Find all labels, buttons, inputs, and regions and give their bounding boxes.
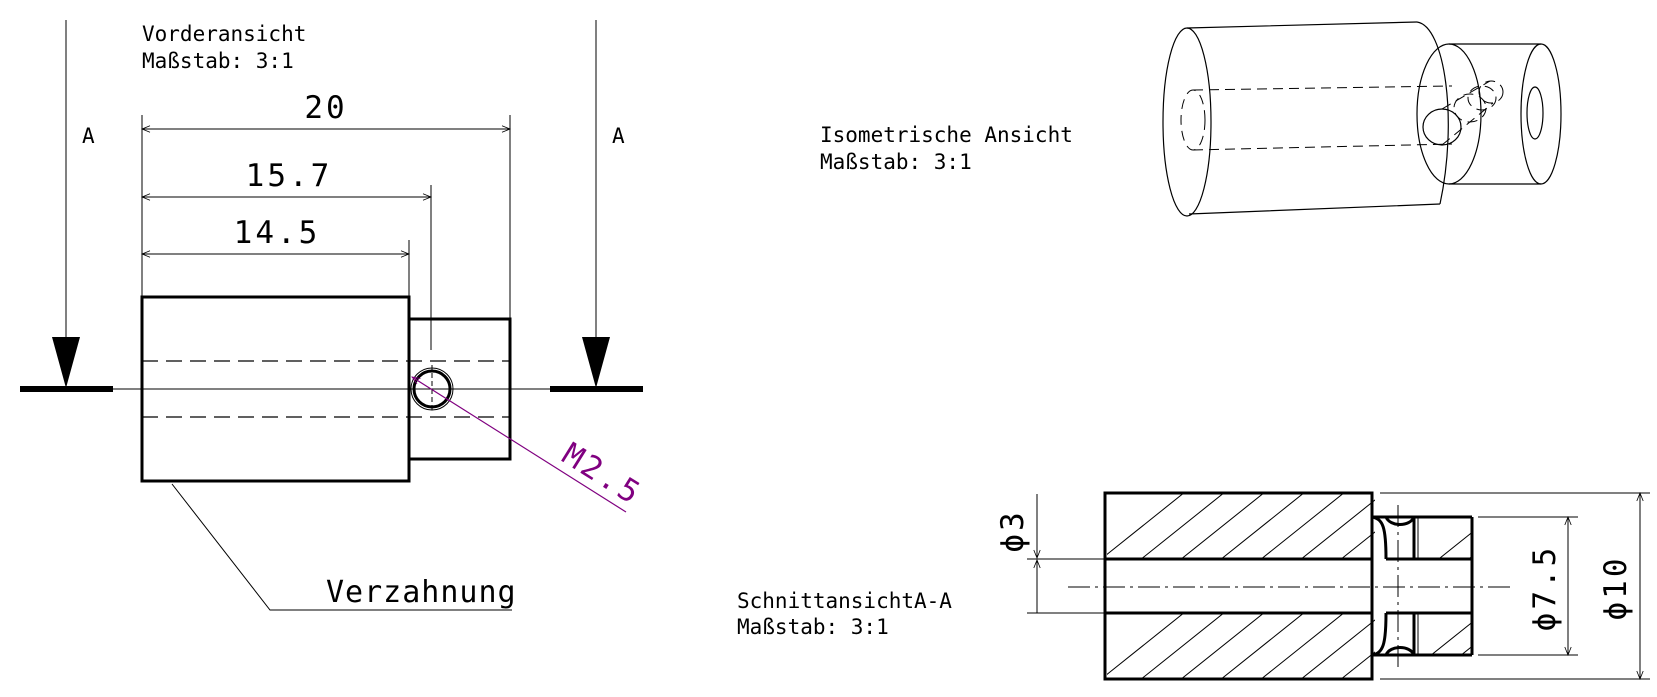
- dim-large-diameter: ϕ10: [1598, 556, 1634, 621]
- thread-callout: M2.5: [556, 436, 649, 512]
- dim-small-diameter: ϕ7.5: [1527, 545, 1563, 632]
- iso-view-title: Isometrische Ansicht: [820, 123, 1073, 147]
- section-view-scale: Maßstab: 3:1: [737, 615, 889, 639]
- section-dimensions: [1027, 493, 1650, 679]
- iso-part: [1162, 21, 1562, 217]
- iso-view: Isometrische Ansicht Maßstab: 3:1: [820, 21, 1562, 217]
- section-part: [1068, 491, 1510, 681]
- section-view-title: SchnittansichtA-A: [737, 589, 952, 613]
- dim-overall-length: 20: [304, 90, 347, 126]
- thread-leader: [412, 377, 627, 513]
- front-dimensions: [142, 115, 510, 350]
- section-marker-right: A: [612, 124, 625, 148]
- section-view: SchnittansichtA-A Maßstab: 3:1: [737, 491, 1650, 681]
- note-leader: [171, 483, 512, 611]
- note-label: Verzahnung: [326, 575, 517, 610]
- front-view: Vorderansicht Maßstab: 3:1 A A: [20, 20, 649, 611]
- front-view-title: Vorderansicht: [142, 22, 306, 46]
- front-view-scale: Maßstab: 3:1: [142, 49, 294, 73]
- dim-hole-position: 15.7: [246, 158, 333, 194]
- dim-large-length: 14.5: [234, 215, 321, 251]
- section-cut-line: [20, 20, 643, 392]
- dim-bore-diameter: ϕ3: [995, 509, 1031, 552]
- section-marker-left: A: [82, 124, 95, 148]
- front-part-outline: [140, 295, 512, 483]
- iso-view-scale: Maßstab: 3:1: [820, 150, 972, 174]
